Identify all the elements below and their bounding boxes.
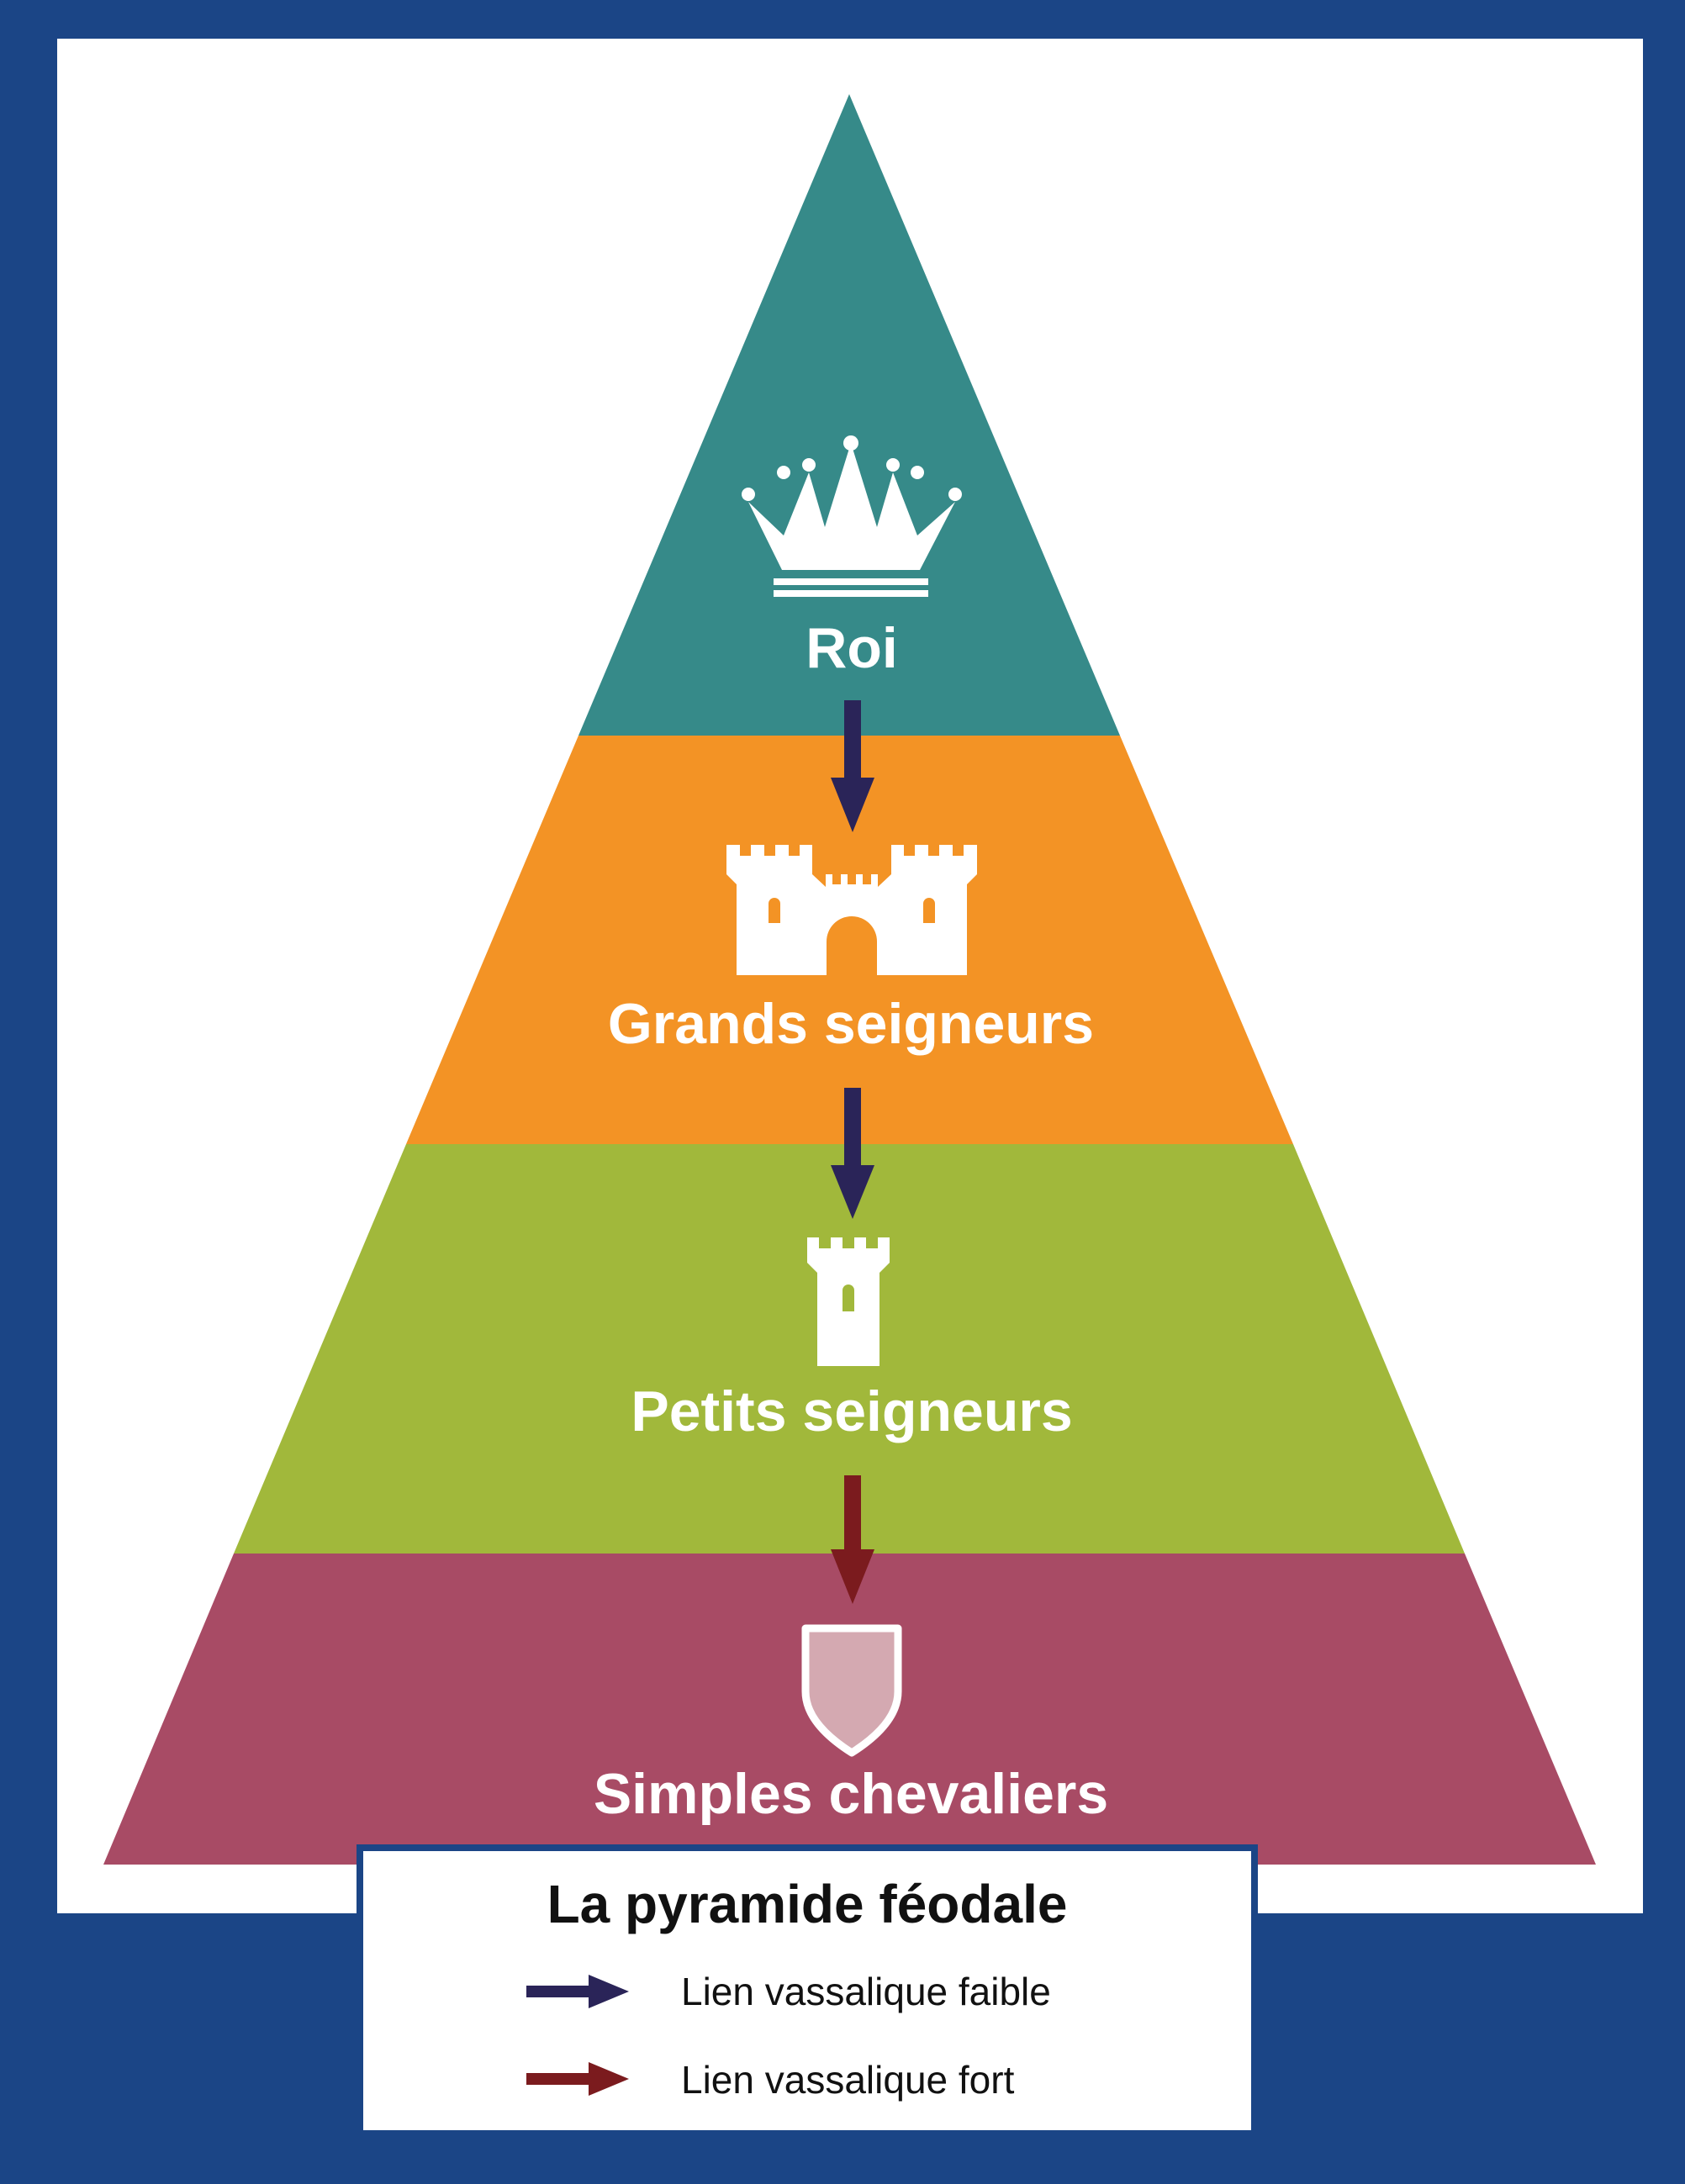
legend-box	[357, 1844, 1258, 2137]
legend-title: La pyramide féodale	[547, 1874, 1068, 1934]
legend: La pyramide féodale Lien vassalique faib…	[357, 1844, 1258, 2137]
level-label-grands-seigneurs: Grands seigneurs	[608, 992, 1094, 1056]
legend-label-strong: Lien vassalique fort	[681, 2058, 1015, 2102]
legend-item-weak: Lien vassalique faible	[526, 1970, 1051, 2013]
tier-roi	[578, 94, 1120, 736]
crown-icon	[742, 435, 962, 597]
legend-label-weak: Lien vassalique faible	[681, 1970, 1051, 2013]
link-arrow-roi-grands	[831, 700, 874, 832]
level-label-roi: Roi	[806, 616, 898, 680]
link-arrow-grands-petits	[831, 1088, 874, 1219]
level-label-simples-chevaliers: Simples chevaliers	[594, 1762, 1108, 1826]
legend-item-strong: Lien vassalique fort	[526, 2058, 1015, 2102]
link-arrow-petits-chevaliers	[831, 1475, 874, 1604]
castle-icon	[726, 845, 977, 975]
shield-icon	[801, 1624, 902, 1757]
level-label-petits-seigneurs: Petits seigneurs	[631, 1380, 1072, 1443]
tower-icon	[807, 1237, 890, 1366]
